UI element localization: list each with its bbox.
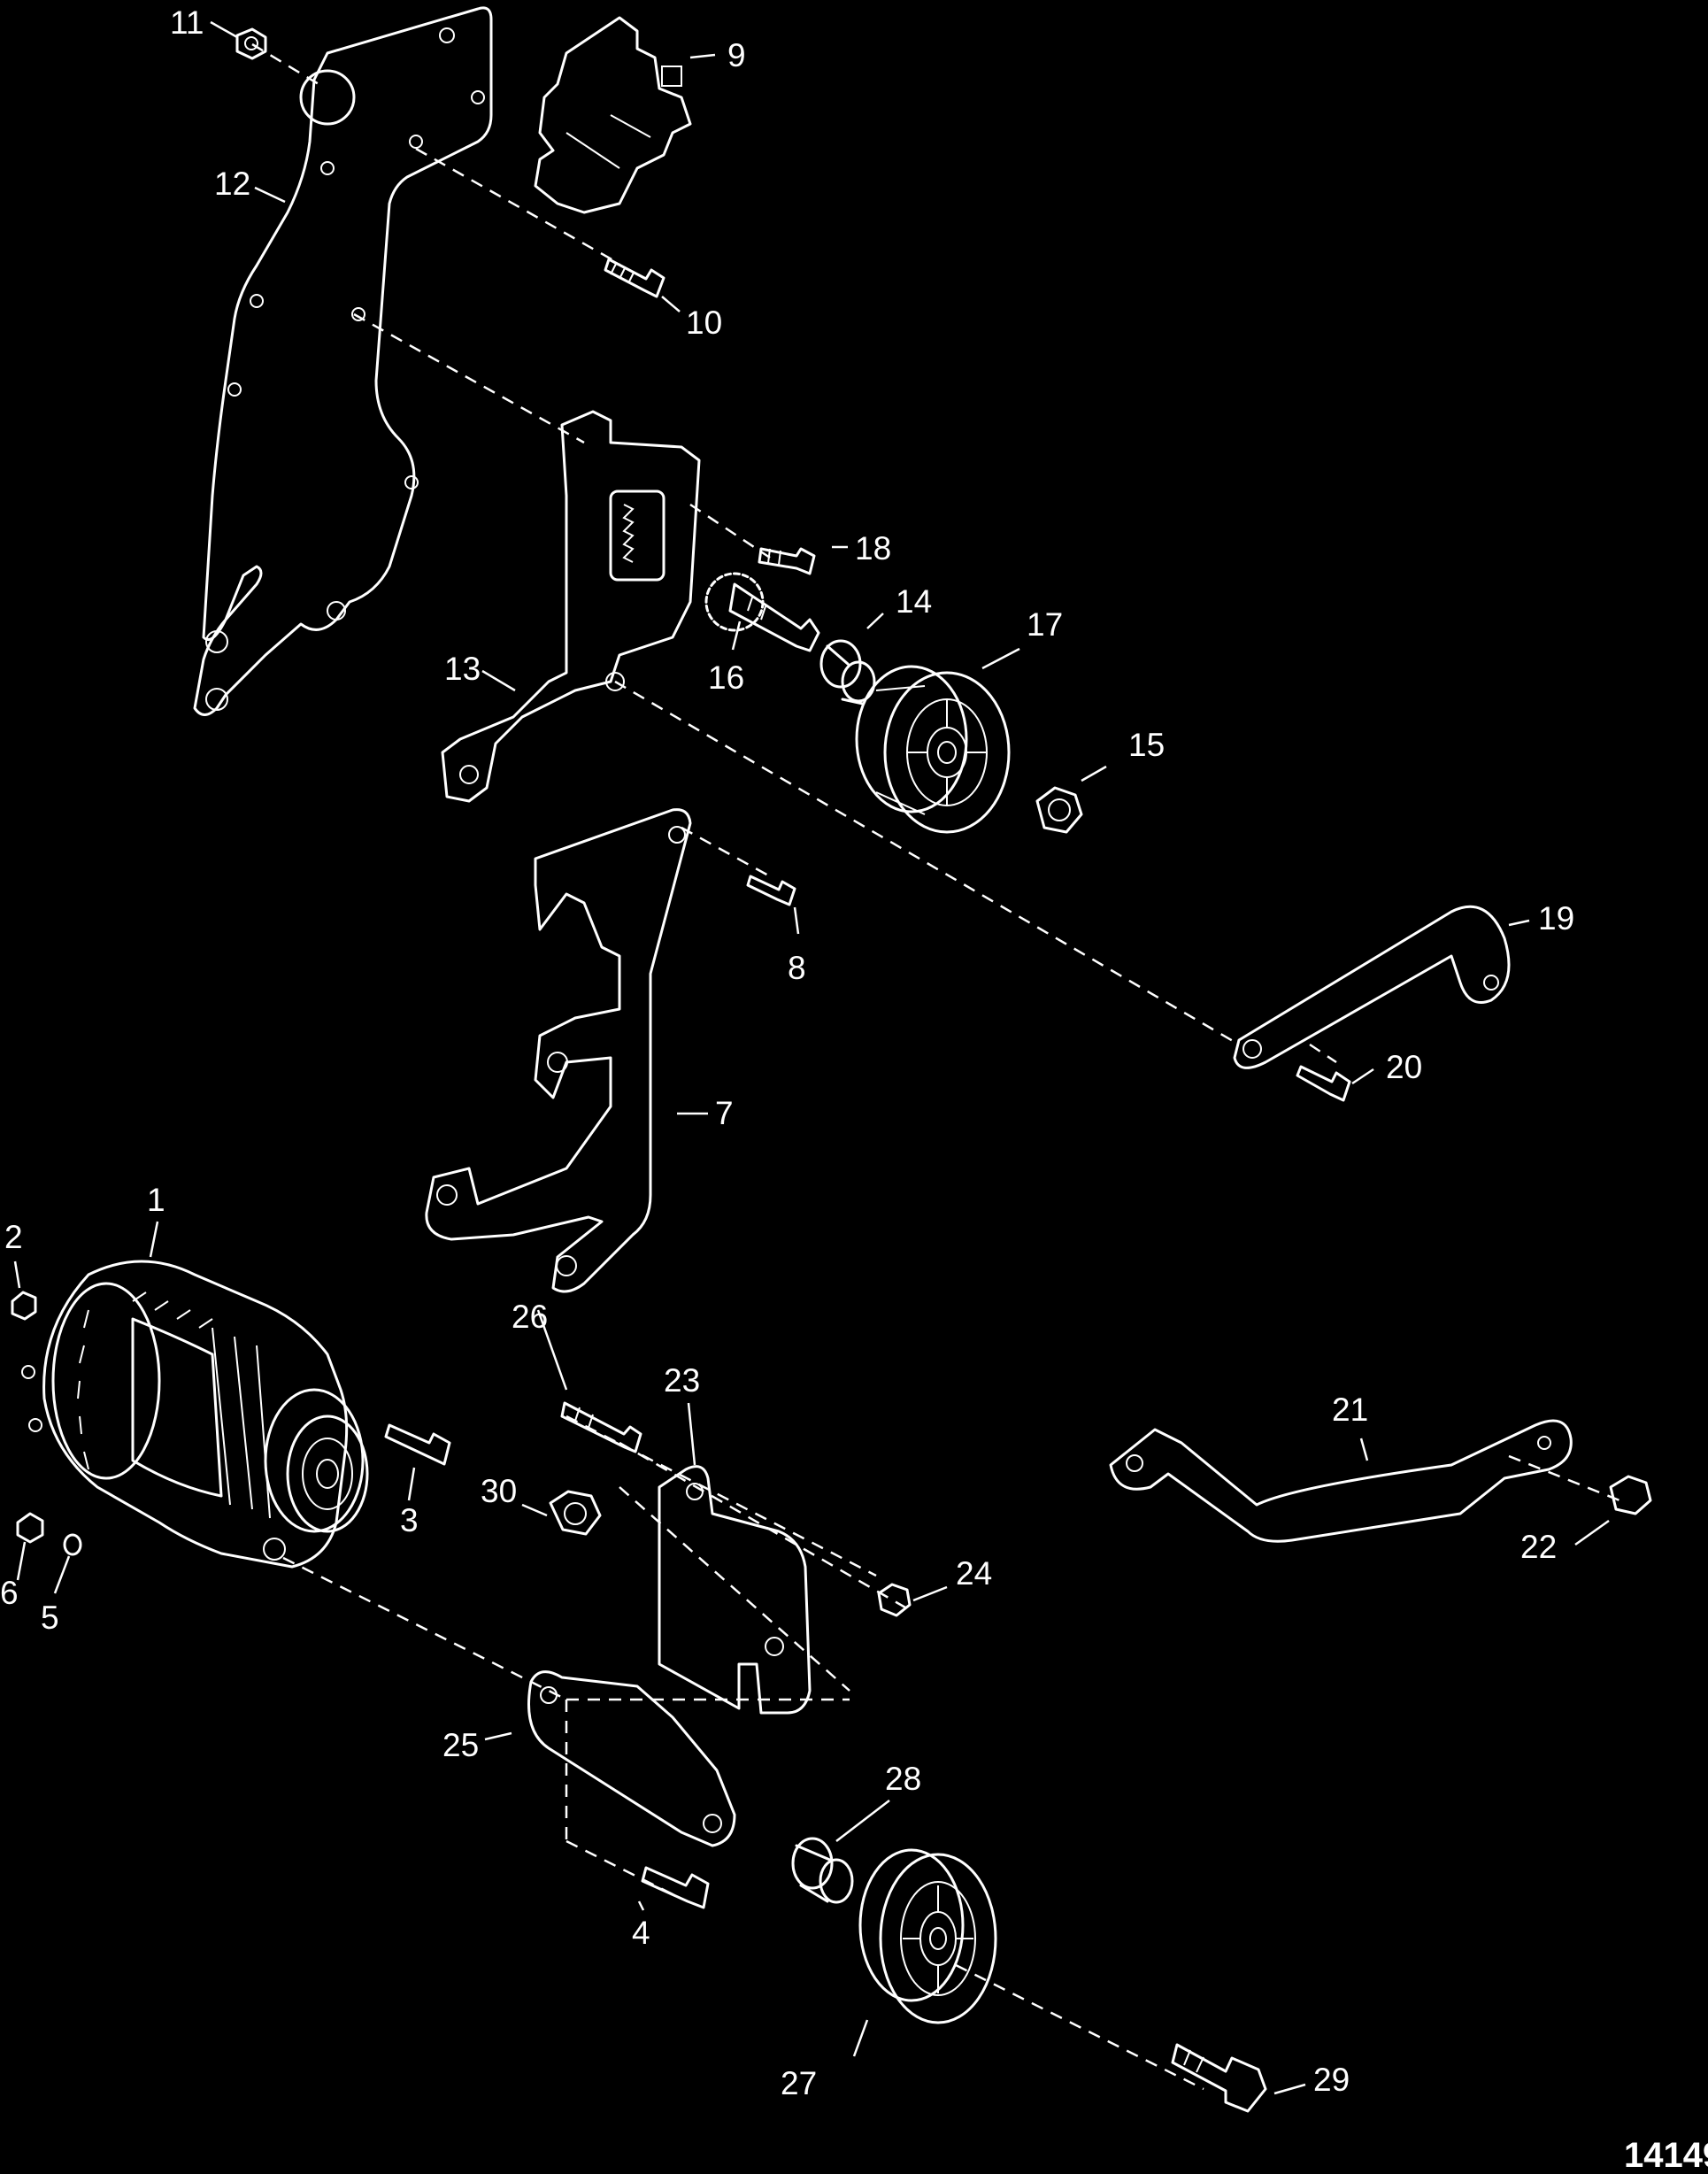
- nut-part-22: [1609, 1475, 1652, 1515]
- nut-part-15: [1035, 786, 1083, 834]
- callout-27: 27: [781, 2065, 817, 2101]
- bracket-part-9: [534, 16, 692, 214]
- callout-12: 12: [214, 166, 250, 202]
- assembly-lines: [251, 42, 1620, 2091]
- callout-16: 16: [708, 659, 744, 696]
- callout-8: 8: [788, 950, 806, 986]
- callout-17: 17: [1027, 606, 1063, 643]
- callout-1: 1: [147, 1182, 165, 1218]
- nut-part-30: [549, 1490, 602, 1536]
- tensioner-bracket-part-13: [441, 410, 701, 803]
- brace-part-21: [1109, 1419, 1573, 1543]
- bolt-part-20: [1296, 1065, 1351, 1102]
- callout-10: 10: [686, 305, 722, 341]
- callout-6: 6: [0, 1575, 19, 1611]
- callout-25: 25: [442, 1727, 479, 1763]
- callout-19: 19: [1538, 900, 1574, 937]
- washer-part-5: [63, 1533, 82, 1556]
- nut-part-6: [16, 1512, 44, 1544]
- alternator-part-1: [21, 1260, 369, 1569]
- idler-bracket-part-25: [527, 1670, 736, 1847]
- bolt-part-4: [641, 1866, 710, 1909]
- spacer-part-14: [819, 639, 876, 705]
- callout-labels: 11 9 12 10 18 14 17 13 16 15 8 19 20 7 1…: [0, 4, 1574, 2101]
- nut-part-2: [11, 1291, 37, 1321]
- eccentric-bolt-part-16: [704, 572, 820, 652]
- callout-23: 23: [664, 1362, 700, 1399]
- figure-number: 14149: [1624, 2136, 1708, 2174]
- leader-lines: [13, 20, 1610, 2095]
- callout-5: 5: [41, 1600, 59, 1636]
- bolt-part-29: [1171, 2043, 1267, 2113]
- bolt-part-10: [604, 258, 666, 298]
- callout-11: 11: [170, 4, 204, 41]
- idler-pulley-part-27: [858, 1848, 997, 2024]
- bracket-part-23: [658, 1465, 812, 1715]
- bolt-part-3: [384, 1423, 451, 1466]
- callout-3: 3: [400, 1502, 419, 1538]
- callout-7: 7: [715, 1095, 734, 1131]
- callout-15: 15: [1128, 727, 1165, 763]
- callout-30: 30: [481, 1473, 517, 1509]
- callout-4: 4: [632, 1915, 650, 1951]
- nut-part-11: [235, 27, 267, 60]
- callout-18: 18: [855, 530, 891, 567]
- spacer-part-28: [791, 1837, 854, 1904]
- callout-29: 29: [1313, 2062, 1350, 2098]
- bolt-part-8: [746, 875, 796, 906]
- idler-pulley-part-17: [855, 665, 1011, 834]
- callout-20: 20: [1386, 1049, 1422, 1085]
- callout-22: 22: [1520, 1529, 1557, 1565]
- callout-9: 9: [727, 37, 746, 73]
- callout-21: 21: [1332, 1392, 1368, 1428]
- callout-2: 2: [4, 1219, 23, 1255]
- callout-14: 14: [896, 583, 932, 620]
- tensioner-arm-part-19: [1233, 905, 1511, 1069]
- callout-28: 28: [885, 1761, 921, 1797]
- bolt-part-18: [758, 547, 816, 575]
- callout-13: 13: [444, 651, 481, 687]
- stud-part-26: [560, 1401, 642, 1453]
- alternator-bracket-part-7: [425, 808, 692, 1293]
- mounting-plate-part-12: [193, 6, 493, 716]
- callout-26: 26: [512, 1299, 548, 1335]
- nut-part-24: [877, 1583, 912, 1617]
- callout-24: 24: [956, 1555, 992, 1592]
